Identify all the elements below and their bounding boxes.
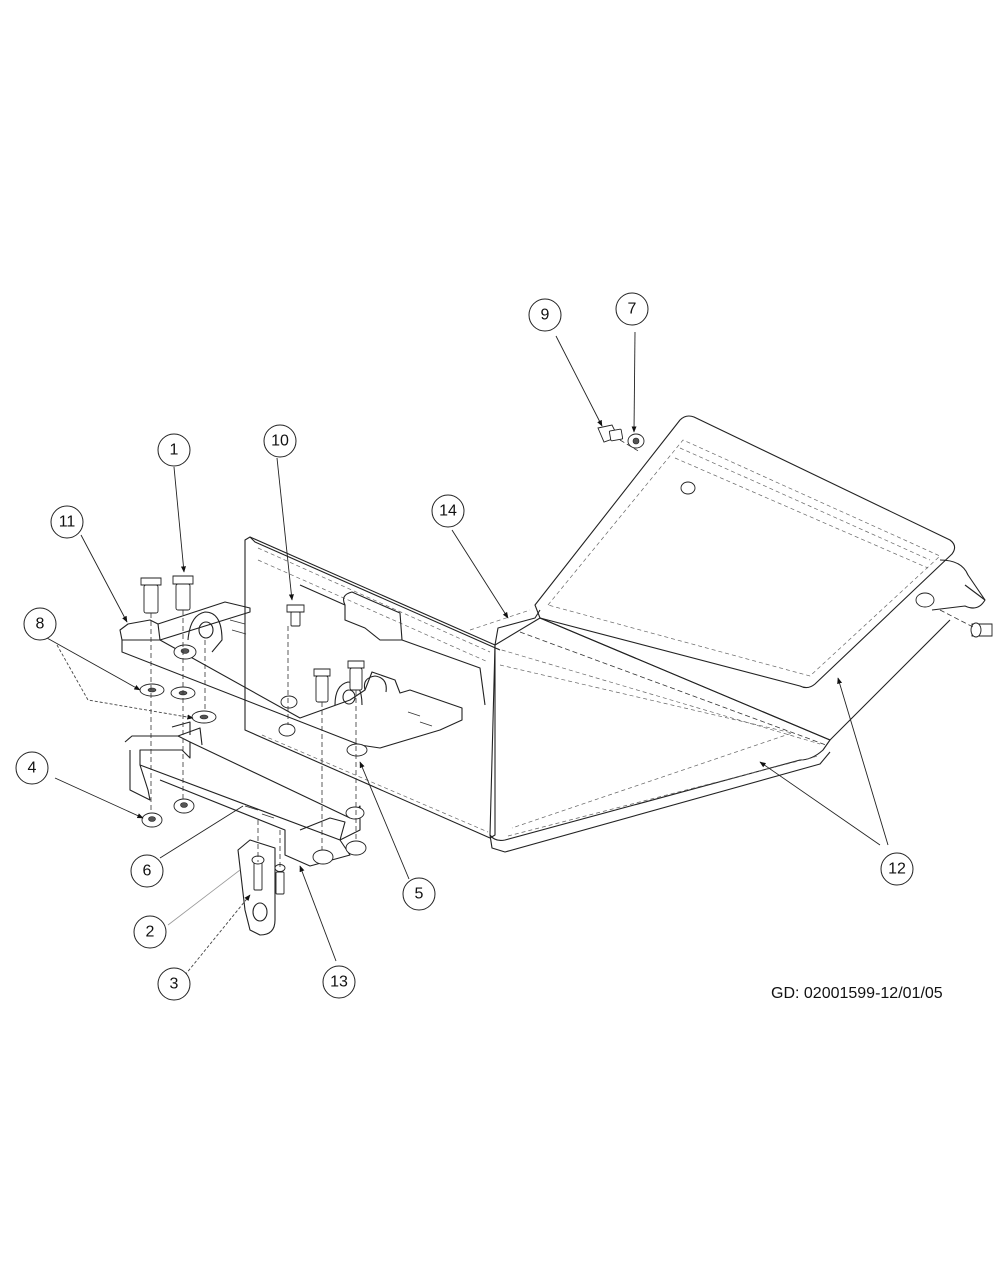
svg-text:3: 3 xyxy=(170,976,179,993)
callout-1: 1 xyxy=(157,433,191,467)
lower-bracket xyxy=(124,721,361,867)
svg-text:6: 6 xyxy=(143,863,152,880)
svg-text:2: 2 xyxy=(146,924,155,941)
callout-3: 3 xyxy=(157,967,191,1001)
guard-panel xyxy=(489,415,986,853)
svg-text:8: 8 xyxy=(36,616,45,633)
upper-bracket xyxy=(119,601,463,749)
svg-text:13: 13 xyxy=(330,974,348,991)
drawing-number: GD: 02001599-12/01/05 xyxy=(771,985,943,1002)
svg-text:9: 9 xyxy=(541,307,550,324)
svg-text:10: 10 xyxy=(271,433,289,450)
callout-5: 5 xyxy=(402,877,436,911)
assembly-lines xyxy=(150,439,976,868)
hardware xyxy=(139,424,993,895)
svg-text:12: 12 xyxy=(888,861,906,878)
svg-text:7: 7 xyxy=(628,301,637,318)
svg-text:14: 14 xyxy=(439,503,457,520)
tab-plate xyxy=(237,839,276,936)
callout-7: 7 xyxy=(615,292,649,326)
svg-text:4: 4 xyxy=(28,760,37,777)
callout-14: 14 xyxy=(431,494,465,528)
svg-text:11: 11 xyxy=(59,514,76,531)
callout-6: 6 xyxy=(130,854,164,888)
callout-8: 8 xyxy=(23,607,57,641)
leader-lines xyxy=(46,331,889,976)
callout-4: 4 xyxy=(15,751,49,785)
callout-12: 12 xyxy=(880,852,914,886)
upright-plate xyxy=(244,536,541,839)
callout-2: 2 xyxy=(133,915,167,949)
callout-10: 10 xyxy=(263,424,297,458)
svg-text:5: 5 xyxy=(415,886,424,903)
callout-9: 9 xyxy=(528,298,562,332)
callout-11: 11 xyxy=(50,505,84,539)
svg-text:1: 1 xyxy=(170,442,179,459)
callout-13: 13 xyxy=(322,965,356,999)
